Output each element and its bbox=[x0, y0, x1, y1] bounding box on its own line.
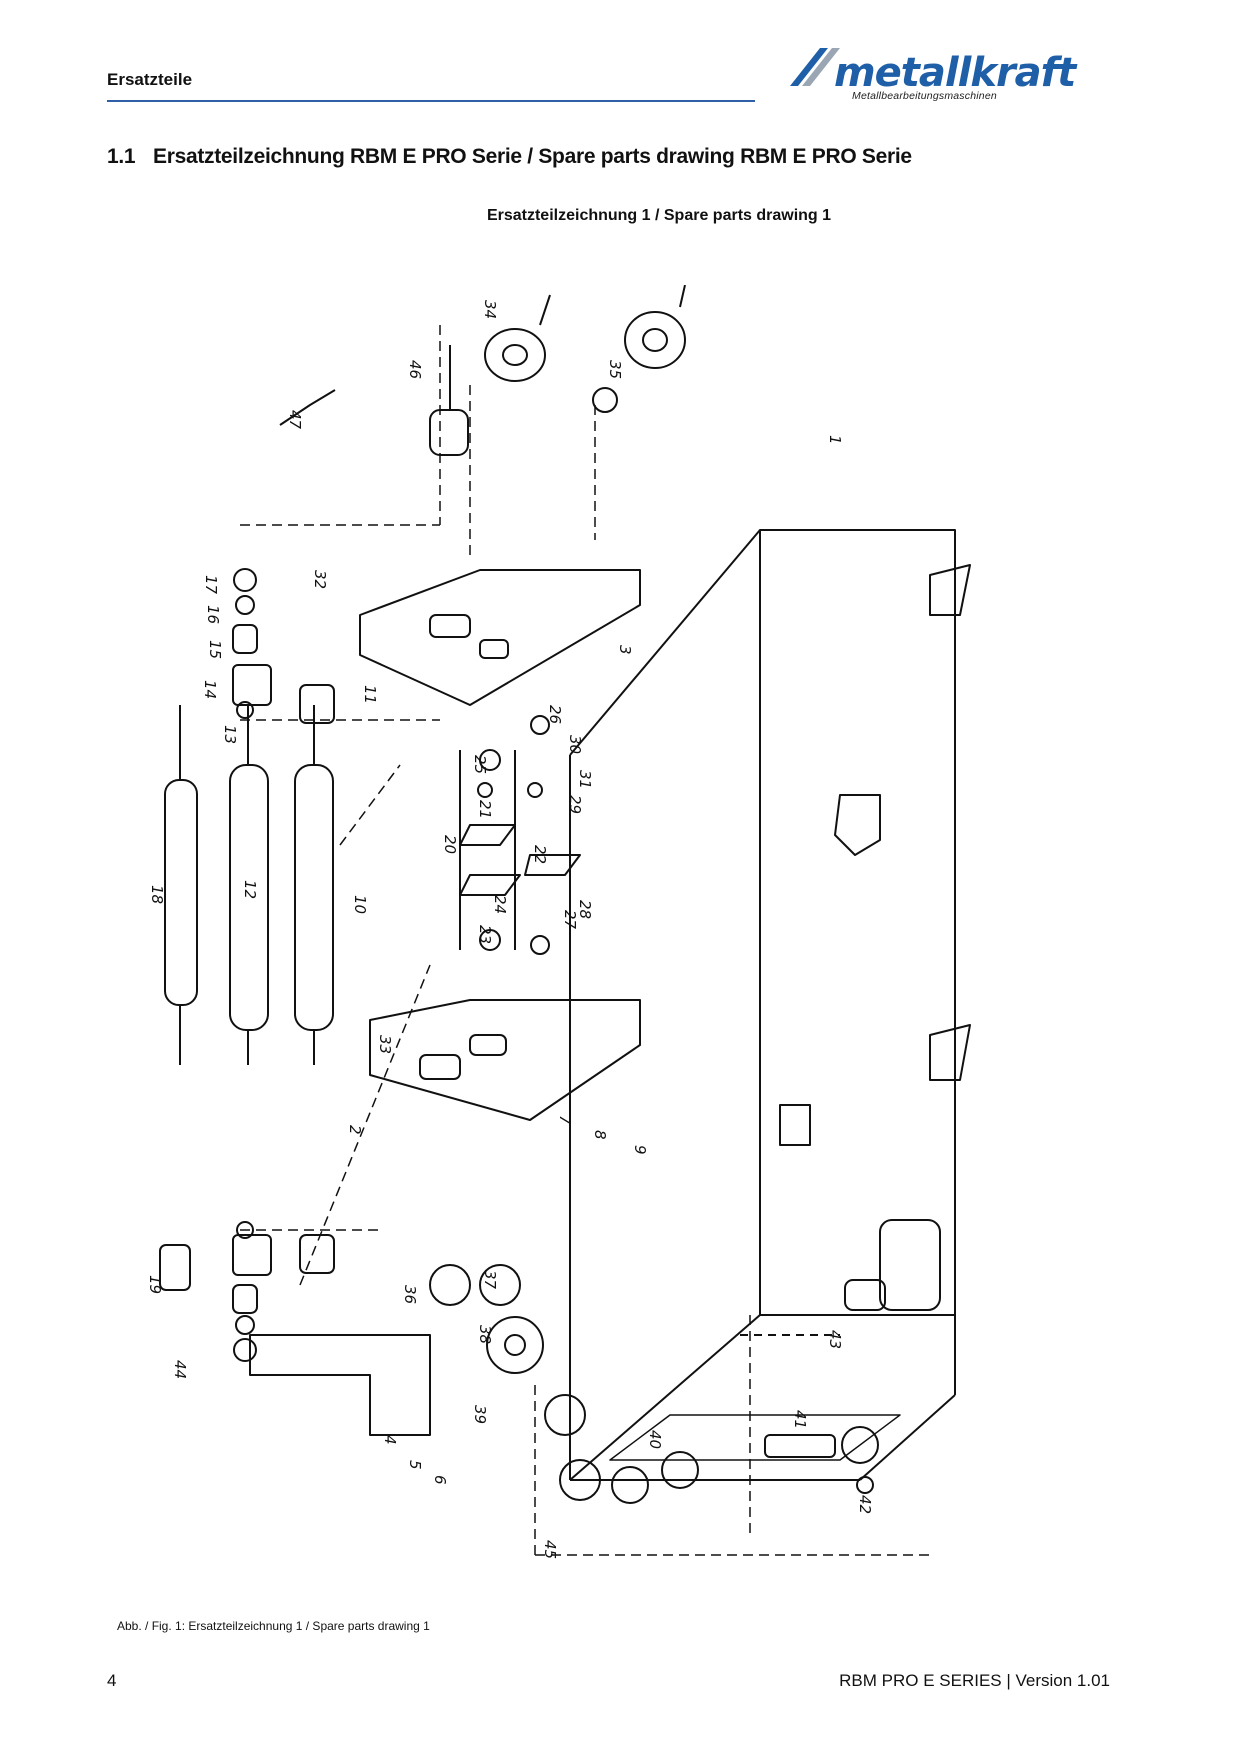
part-label-31: 31 bbox=[576, 770, 594, 789]
part-label-33: 33 bbox=[376, 1035, 394, 1054]
part-label-7: 7 bbox=[556, 1115, 574, 1125]
part-label-18: 18 bbox=[148, 885, 166, 904]
logo-tagline: Metallbearbeitungsmaschinen bbox=[852, 90, 997, 102]
part-label-3: 3 bbox=[616, 645, 634, 655]
drawing-title: Ersatzteilzeichnung 1 / Spare parts draw… bbox=[486, 207, 832, 224]
part-label-38: 38 bbox=[476, 1325, 494, 1344]
part-label-8: 8 bbox=[591, 1130, 609, 1140]
part-label-32: 32 bbox=[311, 570, 329, 589]
part-label-27: 27 bbox=[561, 910, 579, 930]
section-heading: 1.1 Ersatzteilzeichnung RBM E PRO Serie /… bbox=[107, 145, 912, 169]
bearing-stacks bbox=[159, 568, 335, 1362]
part-label-47: 47 bbox=[286, 410, 304, 430]
part-label-21: 21 bbox=[476, 800, 494, 819]
machine-body bbox=[569, 529, 971, 1481]
part-label-5: 5 bbox=[406, 1460, 424, 1470]
logo-mark-stripe-2 bbox=[802, 48, 840, 86]
logo-mark-stripe-1 bbox=[790, 48, 828, 86]
roller-assembly bbox=[164, 705, 334, 1065]
motors bbox=[279, 285, 941, 1311]
gears bbox=[249, 1264, 879, 1504]
part-label-36: 36 bbox=[401, 1285, 419, 1304]
header-rule bbox=[107, 100, 755, 102]
part-label-2: 2 bbox=[346, 1125, 364, 1135]
part-label-22: 22 bbox=[531, 845, 549, 864]
part-label-26: 26 bbox=[546, 705, 564, 724]
part-label-40: 40 bbox=[646, 1430, 664, 1449]
part-label-10: 10 bbox=[351, 895, 369, 914]
part-number-labels: 1234567891011121314151617181920212223242… bbox=[146, 300, 874, 1559]
part-label-25: 25 bbox=[471, 755, 489, 774]
guide-shafts bbox=[459, 715, 581, 955]
part-label-46: 46 bbox=[406, 360, 424, 379]
part-label-24: 24 bbox=[491, 895, 509, 914]
part-label-17: 17 bbox=[202, 575, 220, 595]
part-label-19: 19 bbox=[146, 1275, 164, 1294]
figure-caption: Abb. / Fig. 1: Ersatzteilzeichnung 1 / S… bbox=[117, 1619, 430, 1633]
part-label-1: 1 bbox=[826, 435, 844, 445]
part-label-37: 37 bbox=[481, 1270, 499, 1290]
part-label-16: 16 bbox=[204, 605, 222, 624]
section-title: Ersatzteilzeichnung RBM E PRO Serie / Sp… bbox=[153, 145, 912, 168]
part-label-15: 15 bbox=[206, 640, 224, 659]
footer-doc-info: RBM PRO E SERIES | Version 1.01 bbox=[839, 1671, 1110, 1690]
part-label-35: 35 bbox=[606, 360, 624, 379]
metallkraft-logo: metallkraft bbox=[790, 48, 1079, 96]
section-number: 1.1 bbox=[107, 145, 136, 168]
part-label-9: 9 bbox=[631, 1145, 649, 1155]
logo-wordmark: metallkraft bbox=[834, 50, 1078, 96]
part-label-28: 28 bbox=[576, 900, 594, 919]
header-section-label: Ersatzteile bbox=[107, 70, 193, 89]
page-number: 4 bbox=[107, 1671, 117, 1690]
part-label-45: 45 bbox=[541, 1540, 559, 1559]
part-label-6: 6 bbox=[431, 1475, 449, 1485]
part-label-44: 44 bbox=[171, 1360, 189, 1379]
spare-parts-drawing: 1234567891011121314151617181920212223242… bbox=[146, 285, 971, 1559]
part-label-14: 14 bbox=[201, 680, 219, 699]
assembly-lines bbox=[240, 325, 930, 1556]
part-label-23: 23 bbox=[476, 925, 494, 944]
part-label-12: 12 bbox=[241, 880, 259, 899]
side-plates bbox=[359, 569, 641, 1121]
part-label-43: 43 bbox=[826, 1330, 844, 1349]
part-label-42: 42 bbox=[856, 1495, 874, 1514]
part-label-4: 4 bbox=[381, 1435, 399, 1445]
part-label-41: 41 bbox=[791, 1410, 809, 1429]
part-label-30: 30 bbox=[566, 735, 584, 754]
part-label-39: 39 bbox=[471, 1405, 489, 1424]
part-label-34: 34 bbox=[481, 300, 499, 319]
part-label-20: 20 bbox=[441, 835, 459, 854]
part-label-11: 11 bbox=[361, 685, 379, 704]
part-label-13: 13 bbox=[221, 725, 239, 744]
part-label-29: 29 bbox=[566, 795, 584, 814]
